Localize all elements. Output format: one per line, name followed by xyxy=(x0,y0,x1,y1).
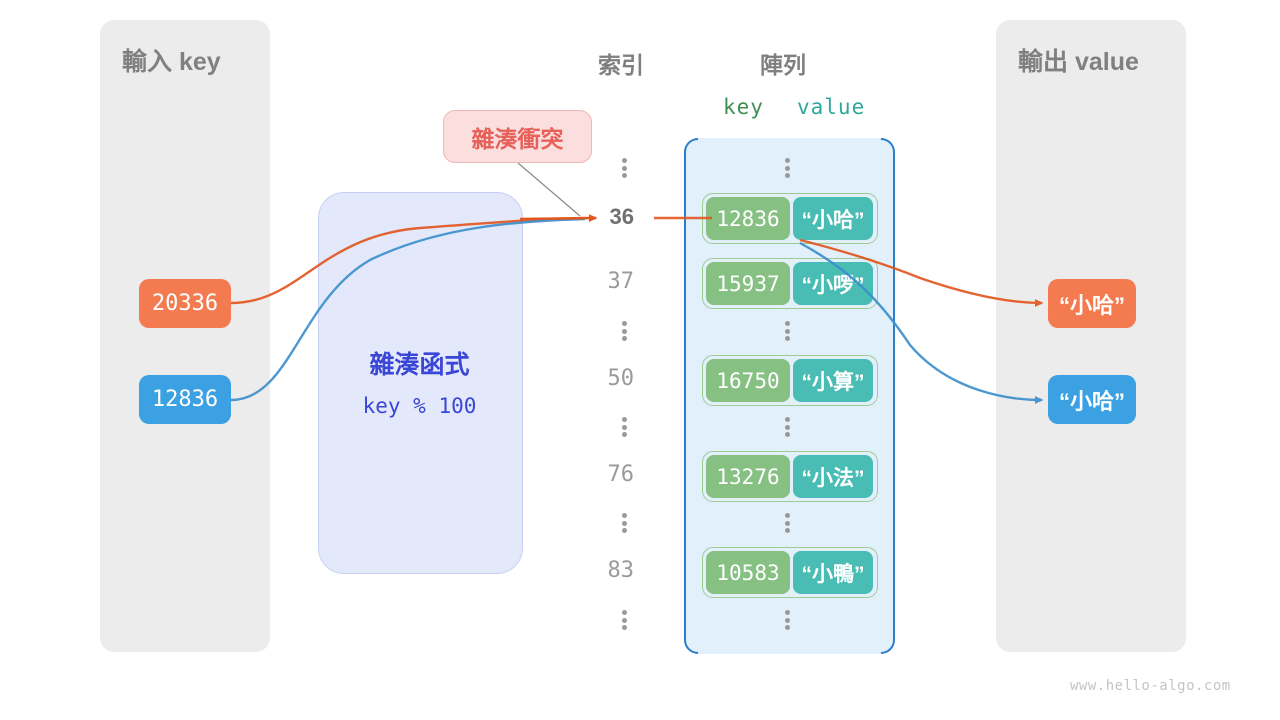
array-entry-36: 12836“小哈” xyxy=(702,193,878,244)
input-key-box-1: 20336 xyxy=(139,279,231,328)
callout-leader-line xyxy=(517,162,581,217)
array-column-heading: 陣列 xyxy=(760,52,806,78)
output-panel xyxy=(996,20,1186,652)
array-index-36: 36 xyxy=(609,204,634,229)
array-ellipsis xyxy=(785,610,790,630)
index-ellipsis xyxy=(622,513,627,533)
index-ellipsis xyxy=(622,610,627,630)
entry-key: 12836 xyxy=(706,197,790,240)
array-index-83: 83 xyxy=(607,558,635,583)
output-value-box-1: “小哈” xyxy=(1048,279,1136,328)
index-ellipsis xyxy=(622,158,627,178)
array-index-50: 50 xyxy=(607,366,635,391)
array-entry-83: 10583“小鴨” xyxy=(702,547,878,598)
index-column-heading: 索引 xyxy=(598,52,644,78)
array-ellipsis xyxy=(785,158,790,178)
input-key-box-2: 12836 xyxy=(139,375,231,424)
index-ellipsis xyxy=(622,417,627,437)
entry-key: 13276 xyxy=(706,455,790,498)
array-entry-50: 16750“小算” xyxy=(702,355,878,406)
array-ellipsis xyxy=(785,417,790,437)
hash-function-box xyxy=(318,192,523,574)
entry-value: “小哈” xyxy=(793,197,873,240)
key-column-heading: key xyxy=(723,95,764,119)
entry-value: “小算” xyxy=(793,359,873,402)
array-index-37: 37 xyxy=(607,269,635,294)
output-panel-title: 輸出 value xyxy=(1018,48,1139,76)
input-panel xyxy=(100,20,270,652)
collision-callout: 雜湊衝突 xyxy=(443,110,592,163)
entry-value: “小啰” xyxy=(793,262,873,305)
array-ellipsis xyxy=(785,321,790,341)
output-value-box-2: “小哈” xyxy=(1048,375,1136,424)
array-entry-76: 13276“小法” xyxy=(702,451,878,502)
watermark: www.hello-algo.com xyxy=(1070,678,1231,694)
array-ellipsis xyxy=(785,513,790,533)
value-column-heading: value xyxy=(797,95,866,119)
entry-key: 16750 xyxy=(706,359,790,402)
input-panel-title: 輸入 key xyxy=(122,48,221,76)
array-bracket-right xyxy=(881,138,895,654)
array-index-76: 76 xyxy=(607,462,635,487)
entry-value: “小鴨” xyxy=(793,551,873,594)
entry-value: “小法” xyxy=(793,455,873,498)
array-bracket-left xyxy=(684,138,698,654)
hash-function-title: 雜湊函式 xyxy=(369,351,470,379)
hash-function-formula: key % 100 xyxy=(362,394,477,418)
array-entry-37: 15937“小啰” xyxy=(702,258,878,309)
index-ellipsis xyxy=(622,321,627,341)
entry-key: 10583 xyxy=(706,551,790,594)
entry-key: 15937 xyxy=(706,262,790,305)
arrow-into-index-36 xyxy=(519,214,598,222)
